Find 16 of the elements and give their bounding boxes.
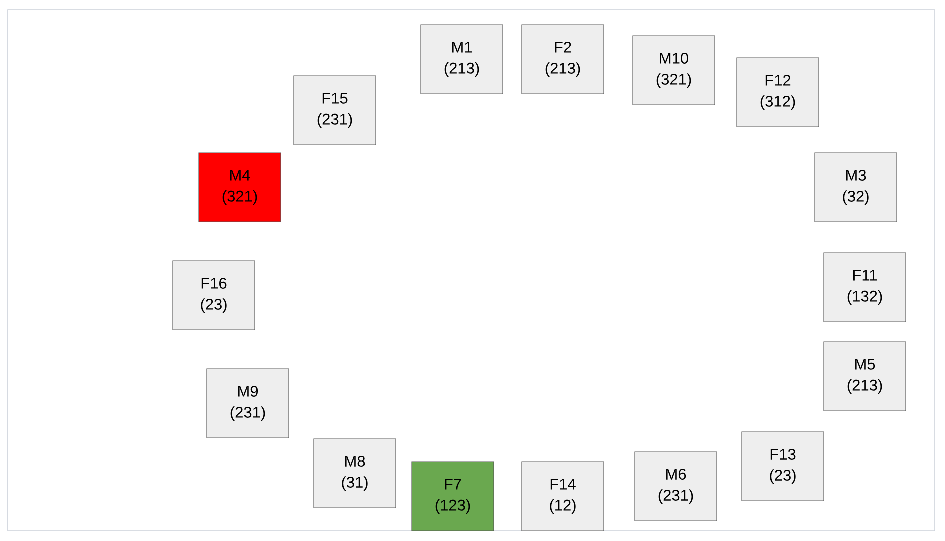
node-box: F2 (213) — [522, 24, 604, 94]
node-box: F16 (23) — [172, 260, 256, 330]
node-box: F15 (231) — [294, 76, 376, 146]
node-box: F14 (12) — [522, 462, 604, 532]
node-box: F11 (132) — [824, 252, 906, 322]
node-box: M3 (32) — [814, 152, 898, 222]
node-box: M10 (321) — [632, 36, 716, 106]
node-box: M5 (213) — [824, 342, 906, 412]
node-box: F7 (123) — [412, 462, 494, 532]
node-box: M6 (231) — [634, 452, 718, 522]
node-box: F13 (23) — [742, 432, 824, 502]
node-box: F12 (312) — [736, 58, 820, 128]
node-box: M4 (321) — [198, 152, 282, 222]
node-box: M9 (231) — [206, 368, 290, 438]
node-box: M8 (31) — [314, 438, 396, 508]
node-box: M1 (213) — [420, 24, 504, 94]
